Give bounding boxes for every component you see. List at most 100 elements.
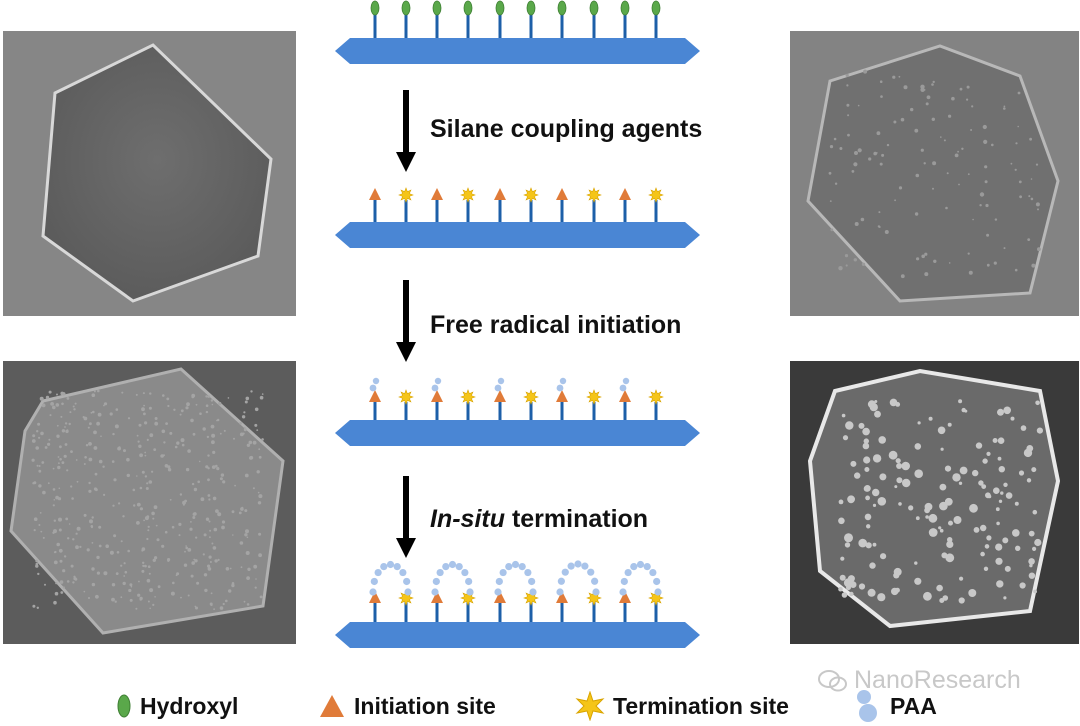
sem-particle: [167, 404, 170, 408]
paa-bead: [524, 568, 532, 577]
paa-bead: [369, 588, 377, 596]
sem-particle: [840, 556, 845, 561]
sem-particle: [88, 489, 92, 493]
sem-particle: [256, 429, 259, 431]
paa-bead: [591, 577, 599, 585]
sem-particle: [863, 69, 868, 74]
sem-particle: [223, 429, 226, 432]
sem-particle: [854, 222, 859, 226]
sem-particle: [879, 80, 883, 83]
sem-particle: [216, 467, 220, 471]
sem-particle: [212, 496, 217, 501]
sem-particle: [205, 465, 209, 469]
paa-bead: [448, 560, 457, 569]
sem-particle: [88, 597, 90, 599]
sem-particle: [253, 564, 258, 569]
sem-particle: [878, 211, 881, 214]
paa-bead: [581, 562, 589, 570]
hydroxyl-icon: [432, 0, 442, 16]
paa-bead: [643, 562, 651, 571]
sem-particle: [981, 484, 987, 489]
sem-particle: [1033, 589, 1037, 594]
sem-particle: [209, 529, 212, 532]
sem-particle: [854, 151, 858, 155]
sem-particle: [925, 102, 929, 106]
paa-bead: [455, 562, 463, 571]
sem-particle: [874, 410, 881, 418]
sem-particle: [921, 254, 925, 259]
sem-particle: [178, 522, 182, 526]
sem-particle: [959, 87, 963, 91]
sem-particle: [202, 427, 206, 431]
sem-particle: [84, 456, 87, 459]
sem-particle: [993, 487, 1000, 494]
sem-particle: [35, 559, 38, 563]
sem-particle: [185, 545, 187, 547]
sem-particle: [190, 418, 194, 423]
sem-particle: [48, 390, 52, 394]
hydroxyl-icon: [526, 0, 536, 16]
legend-label-termination: Termination site: [613, 692, 789, 719]
sem-particle: [940, 136, 942, 138]
sem-particle: [959, 576, 964, 581]
sem-particle: [127, 549, 130, 553]
sem-particle: [211, 433, 216, 438]
sem-particle: [250, 390, 253, 393]
sem-particle: [926, 95, 931, 100]
sem-particle: [195, 403, 198, 406]
sem-particle: [35, 564, 39, 568]
sem-particle: [181, 443, 185, 447]
sem-particle: [244, 533, 248, 537]
sem-particle: [111, 460, 115, 463]
sem-particle: [851, 170, 855, 173]
sem-particle: [129, 598, 133, 602]
paa-bead: [557, 577, 565, 585]
sem-particle: [858, 538, 867, 548]
paa-bead: [466, 588, 474, 596]
sem-particle: [91, 526, 93, 529]
sem-particle: [1003, 105, 1006, 108]
sem-particle: [941, 552, 948, 559]
paa-bead: [499, 568, 507, 577]
sem-particle: [938, 526, 942, 530]
sem-particle: [931, 117, 935, 122]
sem-particle: [155, 524, 158, 527]
sem-particle: [995, 557, 1003, 565]
sem-particle: [204, 588, 208, 593]
sem-pristine-graphic: [3, 31, 296, 316]
sem-particle: [244, 509, 248, 513]
sem-particle: [64, 422, 68, 425]
initiation-site-icon: [431, 188, 443, 200]
paa-bead: [592, 588, 600, 596]
sem-particle: [151, 470, 154, 473]
sem-particle: [959, 466, 968, 475]
sem-particle: [1035, 202, 1040, 207]
sem-particle: [72, 581, 75, 584]
sem-particle: [1014, 268, 1018, 272]
sem-particle: [64, 426, 66, 428]
sem-particle: [865, 542, 872, 549]
sem-particle: [958, 183, 960, 186]
termination-site-icon: [523, 187, 539, 203]
sem-particle: [103, 402, 108, 406]
sem-particle: [901, 461, 910, 471]
sem-particle: [1014, 168, 1017, 171]
sem-particle: [31, 458, 35, 462]
sem-particle: [924, 252, 928, 256]
paa-bead: [432, 577, 440, 586]
sem-particle: [167, 559, 170, 562]
sem-particle: [50, 402, 54, 406]
paa-bead: [431, 384, 439, 392]
sem-particle: [36, 606, 39, 609]
sem-particle: [936, 584, 943, 592]
sem-particle: [991, 143, 994, 147]
sem-particle: [87, 426, 90, 429]
sem-particle: [847, 114, 850, 117]
sem-particle: [129, 583, 133, 587]
sem-particle: [103, 404, 105, 407]
sem-particle: [186, 402, 190, 407]
sem-particle: [123, 562, 126, 565]
sem-particle: [89, 519, 93, 524]
sem-particle: [219, 432, 222, 435]
sem-particle: [969, 503, 978, 513]
